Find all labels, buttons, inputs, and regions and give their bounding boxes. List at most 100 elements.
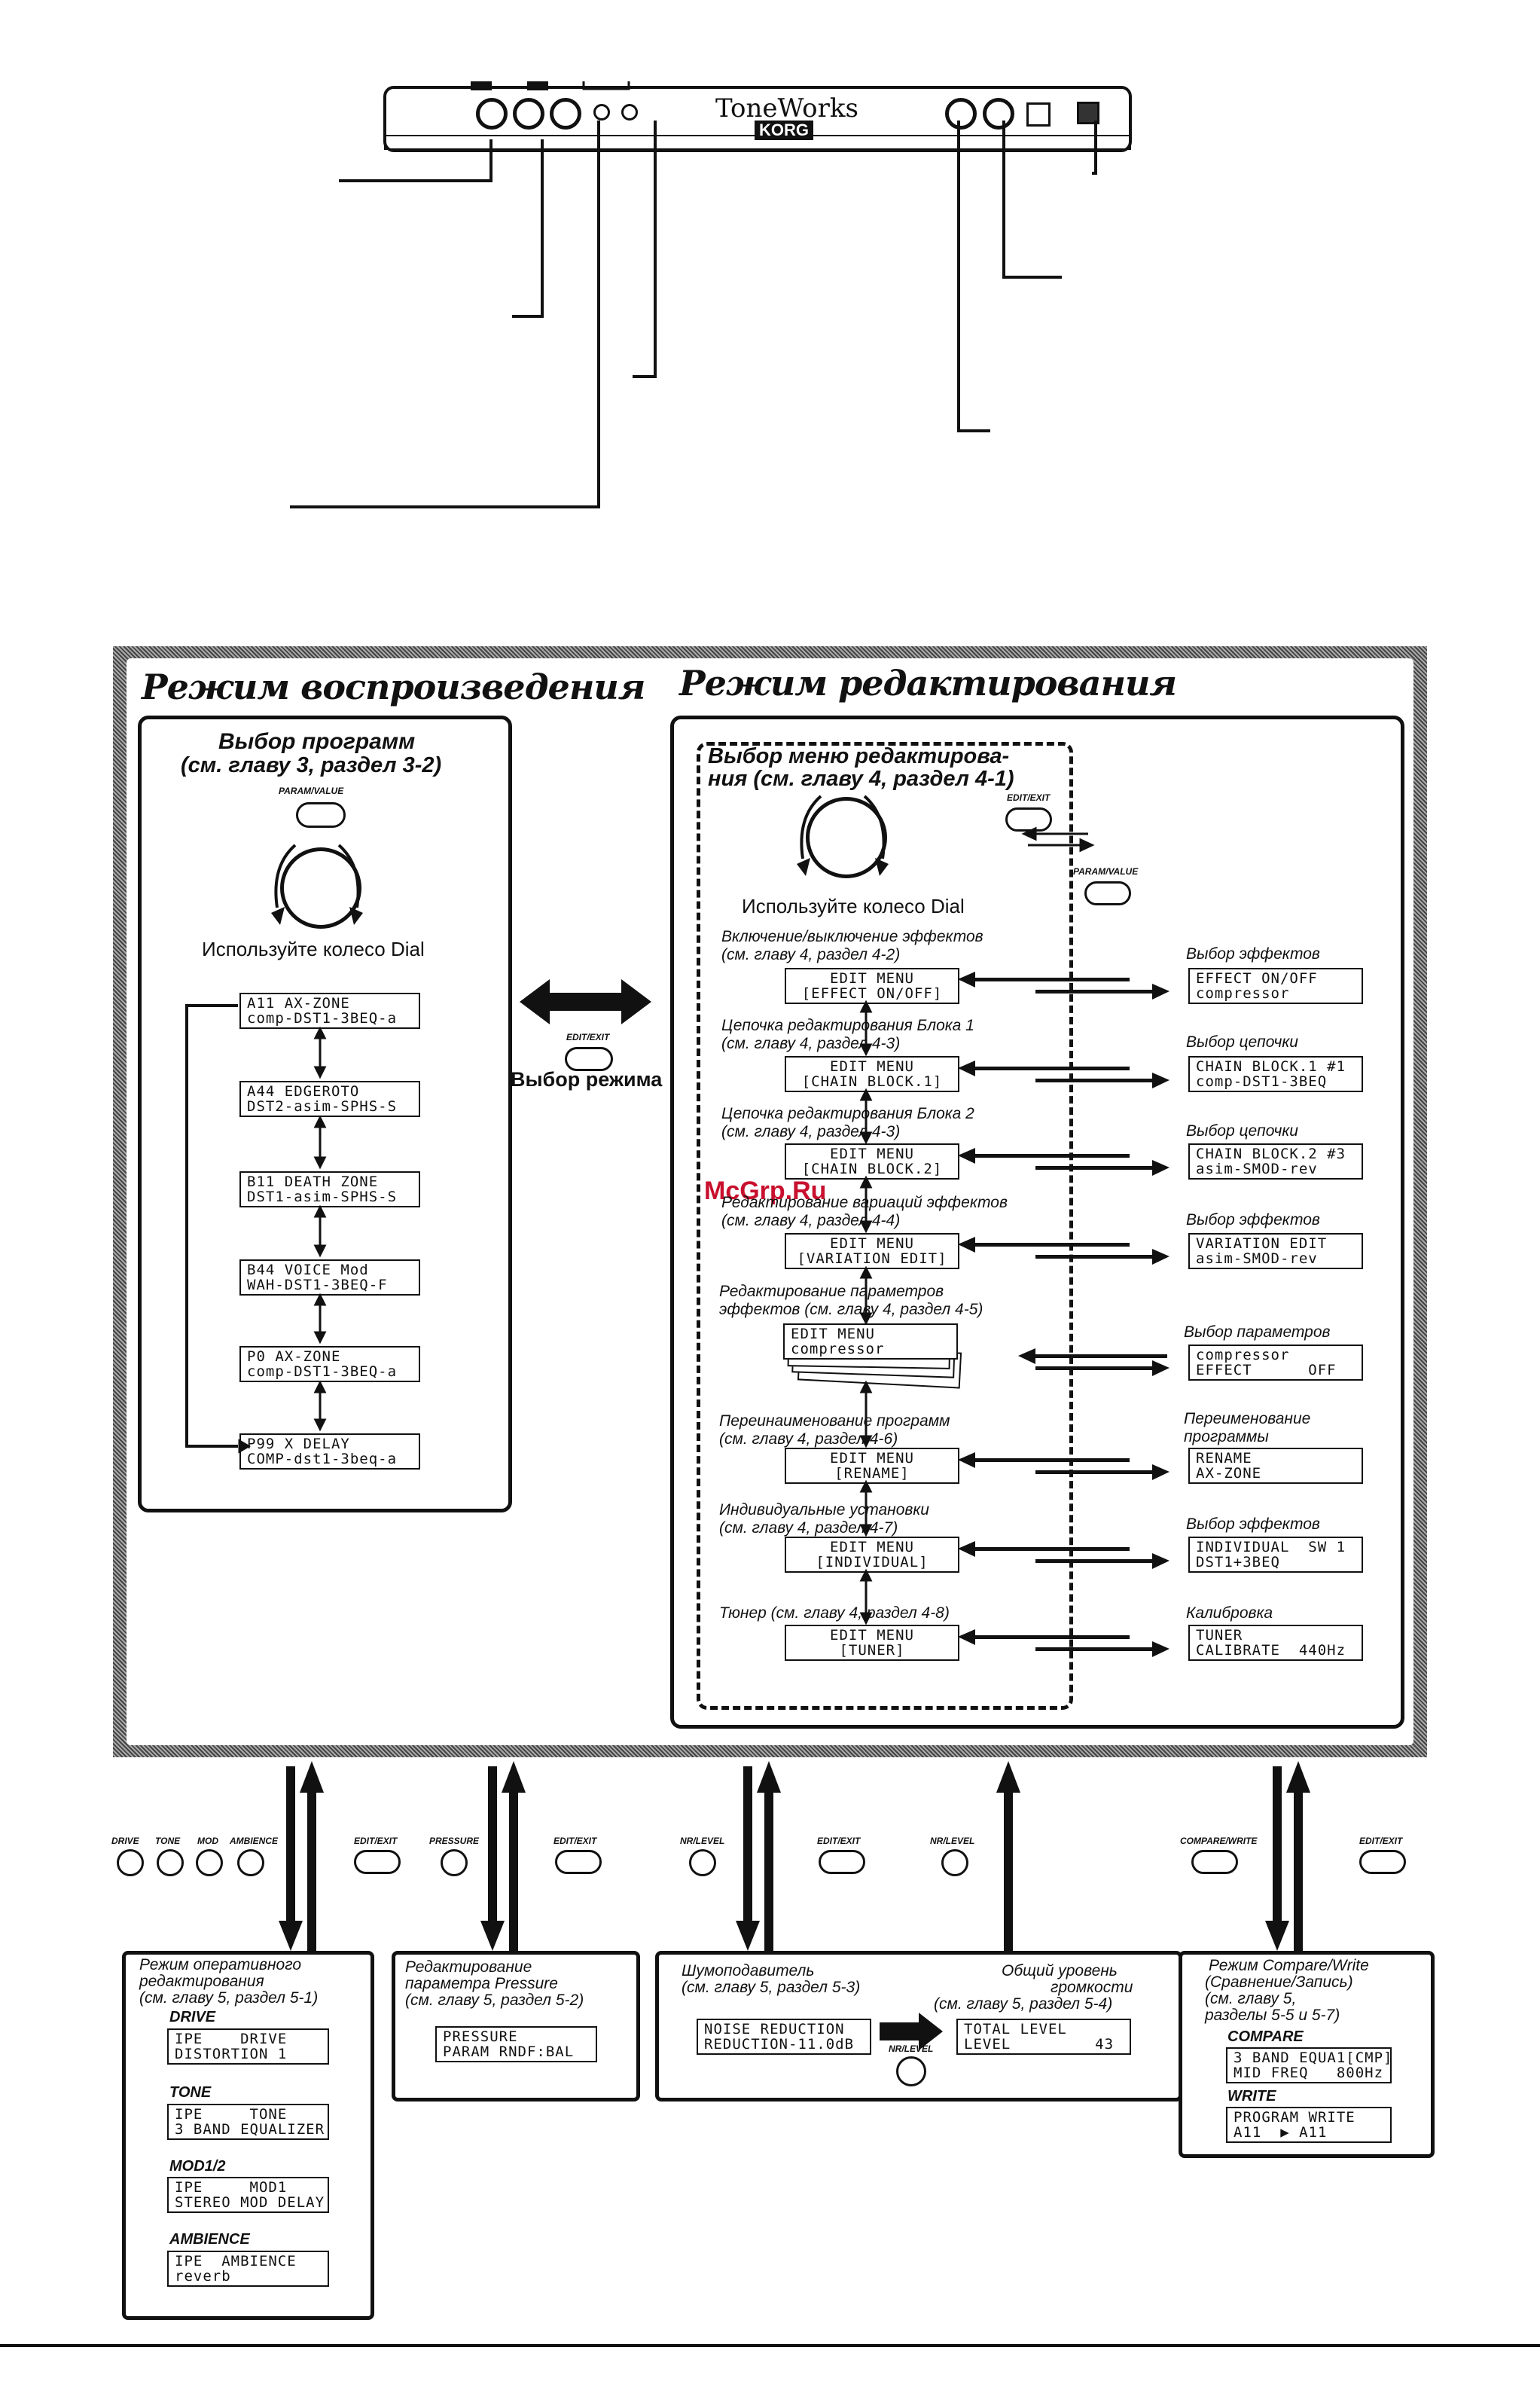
label-tone: TONE [155,1836,181,1846]
menu-select-title-2: ния (см. главу 4, раздел 4-1) [708,767,1014,791]
program-lcd-5: P0 AX-ZONE comp-DST1-3BEQ-a [239,1346,420,1382]
menu-0-right-lcd: EFFECT ON/OFF compressor [1188,968,1363,1004]
brand-korg: KORG [755,121,813,140]
mode-switch-caption: Выбор режима [511,1068,663,1091]
menu-0-right-title: Выбор эффектов [1186,945,1320,963]
edit-dashed-area [697,742,1073,1710]
play-mode-title: Режим воспроизведения [142,667,645,707]
menu-5-right-title2: программы [1184,1428,1269,1445]
menu-7-right-title: Калибровка [1186,1604,1273,1622]
jack-3 [550,98,581,130]
quick-edit-title-1: Режим оперативного [139,1956,302,1973]
dial-knob-left[interactable] [280,847,361,929]
label-ambience: AMBIENCE [230,1836,279,1846]
pressure-lcd: PRESSURE PARAM RNDF:BAL [435,2026,597,2062]
edit-exit-button-4[interactable] [1359,1850,1406,1874]
menu-2-title: Цепочка редактирования Блока 2 [721,1105,974,1122]
dial-knob-right[interactable] [806,797,887,878]
compare-write-title-2: (Сравнение/Запись) [1205,1973,1353,1991]
label-nr-level-2: NR/LEVEL [930,1836,975,1846]
noise-lcd: NOISE REDUCTION REDUCTION-11.0dB [697,2019,871,2055]
menu-4-right-lcd: compressor EFFECT OFF [1188,1345,1363,1381]
jack-5 [621,104,638,121]
menu-0-lcd: EDIT MENU [EFFECT ON/OFF] [785,968,959,1004]
jack-7 [983,98,1014,130]
level-lcd: TOTAL LEVEL LEVEL 43 [956,2019,1131,2055]
menu-select-title-1: Выбор меню редактирова- [708,744,1010,768]
menu-5-right-lcd: RENAME AX-ZONE [1188,1448,1363,1484]
pressure-knob[interactable] [441,1849,468,1876]
mod-knob[interactable] [196,1849,223,1876]
menu-3-right-title: Выбор эффектов [1186,1211,1320,1229]
compare-write-button[interactable] [1191,1850,1238,1874]
program-lcd-4: B44 VOICE Mod WAH-DST1-3BEQ-F [239,1259,420,1296]
quick-edit-drive-lcd: IPE DRIVE DISTORTION 1 [167,2028,329,2065]
menu-2-lcd: EDIT MENU [CHAIN BLOCK.2] [785,1143,959,1180]
brand-toneworks: ToneWorks [715,93,858,124]
param-value-button-left[interactable] [296,802,346,828]
edit-exit-label-top: EDIT/EXIT [1007,792,1051,803]
jack-4 [593,104,610,121]
program-lcd-6: P99 X DELAY COMP-dst1-3beq-a [239,1433,420,1470]
quick-edit-mod: MOD1/2 [169,2158,226,2175]
compare-write-ref-1: (см. главу 5, [1205,1990,1297,2007]
write-lcd: PROGRAM WRITE A11 ▶ A11 [1226,2107,1392,2143]
menu-6-right-title: Выбор эффектов [1186,1515,1320,1533]
pressure-title-2: параметра Pressure [405,1975,558,1992]
quick-edit-ambience: AMBIENCE [169,2231,250,2248]
menu-5-right-title: Переименование [1184,1410,1311,1427]
menu-3-lcd: EDIT MENU [VARIATION EDIT] [785,1233,959,1269]
nr-level-knob-1[interactable] [689,1849,716,1876]
label-edit-exit-1: EDIT/EXIT [354,1836,398,1846]
menu-7-title: Тюнер (см. главу 4, раздел 4-8) [719,1604,950,1622]
label-edit-exit-3: EDIT/EXIT [817,1836,861,1846]
mode-switch-label: EDIT/EXIT [566,1032,610,1042]
edit-exit-button-1[interactable] [354,1850,401,1874]
edit-exit-button-top[interactable] [1005,807,1052,832]
compare-lcd: 3 BAND EQUA1[CMP] MID FREQ 800Hz [1226,2047,1392,2083]
edit-exit-button-3[interactable] [819,1850,865,1874]
level-title-1: Общий уровень [1002,1962,1118,1979]
switch [1026,102,1051,127]
menu-3-right-lcd: VARIATION EDIT asim-SMOD-rev [1188,1233,1363,1269]
quick-edit-ref: (см. главу 5, раздел 5-1) [139,1989,319,2007]
label-drive: DRIVE [111,1836,139,1846]
compare-write-ref-2: разделы 5-5 и 5-7) [1205,2007,1340,2024]
menu-1-lcd: EDIT MENU [CHAIN BLOCK.1] [785,1056,959,1092]
program-lcd-3: B11 DEATH ZONE DST1-asim-SPHS-S [239,1171,420,1207]
menu-3-ref: (см. главу 4, раздел 4-4) [721,1212,901,1229]
menu-2-right-lcd: CHAIN BLOCK.2 #3 asim-SMOD-rev [1188,1143,1363,1180]
menu-5-ref: (см. главу 4, раздел 4-6) [719,1430,898,1448]
param-value-button-right[interactable] [1084,881,1131,905]
menu-1-right-title: Выбор цепочки [1186,1033,1298,1051]
label-pressure: PRESSURE [429,1836,480,1846]
menu-4-title: Редактирование параметров [719,1283,944,1300]
menu-1-title: Цепочка редактирования Блока 1 [721,1017,974,1034]
noise-knob[interactable] [896,2056,926,2086]
nr-level-knob-2[interactable] [941,1849,968,1876]
menu-4-lcd: EDIT MENU compressor [783,1323,958,1360]
compare-label: COMPARE [1227,2028,1304,2045]
device-illustration: ToneWorks KORG [380,81,1137,157]
edit-exit-button-2[interactable] [555,1850,602,1874]
menu-6-title: Индивидуальные установки [719,1501,929,1519]
noise-title: Шумоподавитель [682,1962,815,1979]
program-select-ref: (см. главу 3, раздел 3-2) [181,753,442,777]
menu-1-right-lcd: CHAIN BLOCK.1 #1 comp-DST1-3BEQ [1188,1056,1363,1092]
noise-knob-label: NR/LEVEL [889,2044,934,2054]
tone-knob[interactable] [157,1849,184,1876]
menu-6-ref: (см. главу 4, раздел 4-7) [719,1519,898,1537]
compare-write-title-1: Режим Compare/Write [1209,1957,1369,1974]
label-edit-exit-4: EDIT/EXIT [1359,1836,1403,1846]
menu-2-ref: (см. главу 4, раздел 4-3) [721,1123,901,1140]
label-edit-exit-2: EDIT/EXIT [553,1836,597,1846]
menu-1-ref: (см. главу 4, раздел 4-3) [721,1035,901,1052]
write-label: WRITE [1227,2088,1276,2105]
quick-edit-tone: TONE [169,2084,212,2101]
drive-knob[interactable] [117,1849,144,1876]
menu-3-title: Редактирование вариаций эффектов [721,1194,1008,1211]
ambience-knob[interactable] [237,1849,264,1876]
jack-2 [513,98,544,130]
mode-switch-button[interactable] [565,1047,613,1071]
menu-4-right-title: Выбор параметров [1184,1323,1331,1341]
